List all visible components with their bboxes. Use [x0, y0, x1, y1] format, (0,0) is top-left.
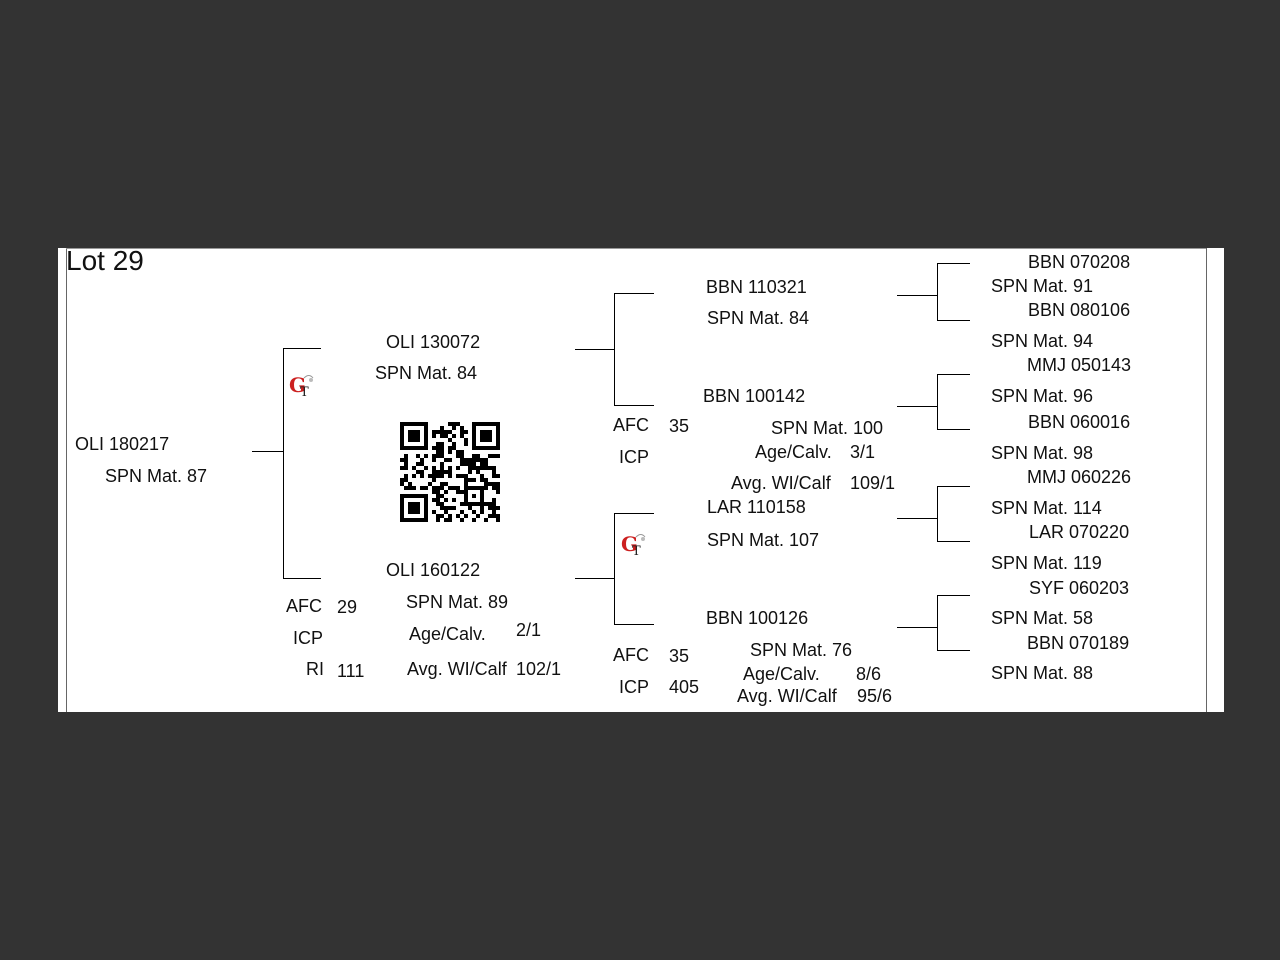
dss-id: MMJ 060226	[1027, 467, 1132, 487]
sd-avg-wi-value: 109/1	[850, 473, 896, 493]
dam-bracket-connector	[575, 578, 614, 579]
sheet-left-border	[66, 248, 67, 712]
ddd-id: BBN 070189	[1027, 633, 1130, 653]
gen3-bracket-1	[937, 263, 938, 320]
sire-bracket-connector	[575, 349, 614, 350]
ds-id: LAR 110158	[707, 497, 806, 517]
dd-icp-label: ICP	[619, 677, 650, 697]
dam-age-calv-value: 2/1	[516, 620, 542, 640]
gen3-bracket-4	[937, 595, 938, 650]
sheet-right-border	[1206, 248, 1207, 712]
svg-text:T: T	[300, 385, 309, 400]
sds-id: MMJ 050143	[1027, 355, 1132, 375]
gt-logo-icon: G T	[619, 531, 649, 559]
dd-avg-wi-label: Avg. WI/Calf	[737, 686, 837, 706]
sire-spn: SPN Mat. 84	[375, 363, 478, 383]
sd-id: BBN 100142	[703, 386, 806, 406]
gen3-connector-4	[897, 627, 937, 628]
svg-text:T: T	[632, 544, 641, 559]
ssd-id: BBN 080106	[1028, 300, 1131, 320]
dd-afc-value: 35	[669, 646, 690, 666]
gen3-branch	[937, 429, 970, 430]
dam-bracket	[614, 513, 615, 624]
dd-age-calv-value: 8/6	[856, 664, 882, 684]
dd-age-calv-label: Age/Calv.	[743, 664, 820, 684]
pedigree-sheet: Lot 29 OLI 180217 SPN Mat. 87 G T OLI 13…	[58, 245, 1224, 712]
gen3-branch	[937, 320, 970, 321]
gen3-bracket-3	[937, 486, 938, 541]
sds-spn: SPN Mat. 96	[991, 386, 1094, 406]
sss-id: BBN 070208	[1028, 252, 1131, 272]
svg-text:G: G	[289, 373, 306, 397]
gt-logo-icon: G T	[287, 372, 317, 400]
sdd-id: BBN 060016	[1028, 412, 1131, 432]
ds-connector	[614, 513, 654, 514]
dd-spn: SPN Mat. 76	[750, 640, 853, 660]
dd-connector	[614, 624, 654, 625]
subject-spn: SPN Mat. 87	[105, 466, 208, 486]
gen3-connector-1	[897, 295, 937, 296]
sd-afc-label: AFC	[613, 415, 649, 435]
dd-avg-wi-value: 95/6	[857, 686, 893, 706]
gen3-bracket-2	[937, 374, 938, 429]
dam-spn: SPN Mat. 89	[406, 592, 509, 612]
dd-id: BBN 100126	[706, 608, 809, 628]
dam-afc-value: 29	[337, 597, 358, 617]
sire-bracket	[614, 293, 615, 405]
gen3-branch	[937, 650, 970, 651]
qr-code-icon	[400, 422, 500, 522]
dsd-id: LAR 070220	[1029, 522, 1130, 542]
dam-afc-label: AFC	[286, 596, 322, 616]
gen3-connector-3	[897, 518, 937, 519]
gen3-branch	[937, 263, 970, 264]
sd-connector	[614, 405, 654, 406]
sd-avg-wi-label: Avg. WI/Calf	[731, 473, 831, 493]
sire-connector	[283, 348, 321, 349]
sd-icp-label: ICP	[619, 447, 650, 467]
ddd-spn: SPN Mat. 88	[991, 663, 1094, 683]
lot-title: Lot 29	[66, 245, 144, 276]
dam-connector	[283, 578, 321, 579]
gen3-connector-2	[897, 406, 937, 407]
sd-age-calv-value: 3/1	[850, 442, 876, 462]
svg-text:G: G	[621, 532, 638, 556]
dam-avg-wi-value: 102/1	[516, 659, 562, 679]
dam-ri-label: RI	[306, 659, 324, 679]
sdd-spn: SPN Mat. 98	[991, 443, 1094, 463]
dam-avg-wi-label: Avg. WI/Calf	[407, 659, 507, 679]
dds-id: SYF 060203	[1029, 578, 1130, 598]
ss-id: BBN 110321	[706, 277, 807, 297]
ss-connector	[614, 293, 654, 294]
dam-ri-value: 111	[337, 661, 365, 681]
subject-id: OLI 180217	[75, 434, 170, 454]
gen3-branch	[937, 486, 970, 487]
sheet-top-border	[66, 248, 1206, 249]
sd-spn: SPN Mat. 100	[771, 418, 884, 438]
dam-age-calv-label: Age/Calv.	[409, 624, 486, 644]
ssd-spn: SPN Mat. 94	[991, 331, 1094, 351]
dam-id: OLI 160122	[386, 560, 481, 580]
gen3-branch	[937, 541, 970, 542]
subject-bracket	[283, 348, 284, 578]
dd-icp-value: 405	[669, 677, 700, 697]
gen3-branch	[937, 374, 970, 375]
subject-connector	[252, 451, 283, 452]
gen3-branch	[937, 595, 970, 596]
ss-spn: SPN Mat. 84	[707, 308, 810, 328]
ds-spn: SPN Mat. 107	[707, 530, 820, 550]
sd-afc-value: 35	[669, 416, 690, 436]
sd-age-calv-label: Age/Calv.	[755, 442, 832, 462]
sire-id: OLI 130072	[386, 332, 481, 352]
dd-afc-label: AFC	[613, 645, 649, 665]
dss-spn: SPN Mat. 114	[991, 498, 1102, 518]
dsd-spn: SPN Mat. 119	[991, 553, 1102, 573]
dds-spn: SPN Mat. 58	[991, 608, 1094, 628]
dam-icp-label: ICP	[293, 628, 324, 648]
sss-spn: SPN Mat. 91	[991, 276, 1094, 296]
